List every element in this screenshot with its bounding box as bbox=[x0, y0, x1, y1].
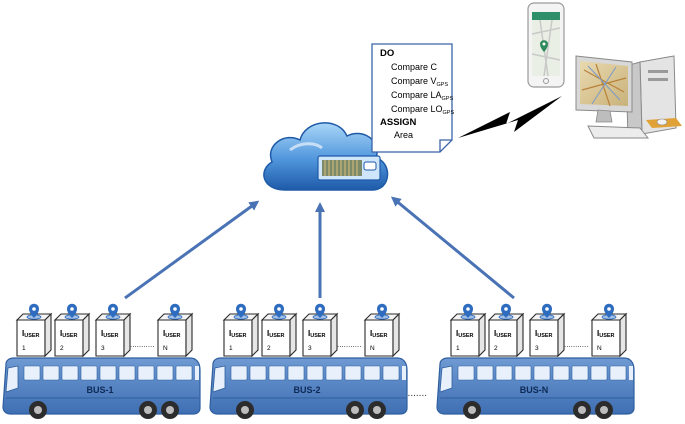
bus-icon: BUS-2 bbox=[209, 357, 408, 419]
location-pin-icon bbox=[312, 303, 328, 320]
box-gap-dots: ........... bbox=[130, 340, 154, 349]
assign-item: Area bbox=[394, 130, 413, 140]
user-box-index: 3 bbox=[101, 345, 105, 352]
user-box-label: IUSER bbox=[370, 329, 388, 339]
arrow-bus1-to-cloud bbox=[124, 200, 260, 300]
user-box-index: 2 bbox=[60, 345, 64, 352]
user-box-label: IUSER bbox=[535, 329, 553, 339]
bus-label: BUS-2 bbox=[293, 385, 320, 395]
user-box-label: IUSER bbox=[308, 329, 326, 339]
bus-icon: BUS-N bbox=[436, 357, 635, 419]
user-box-index: N bbox=[163, 345, 168, 352]
user-box-index: 2 bbox=[267, 345, 271, 352]
bus-label: BUS-N bbox=[520, 385, 549, 395]
user-box-label: IUSER bbox=[229, 329, 247, 339]
user-box: IUSER 2 bbox=[487, 303, 525, 358]
user-box-index: N bbox=[597, 345, 602, 352]
bus-label: BUS-1 bbox=[86, 385, 113, 395]
assign-label: ASSIGN bbox=[380, 117, 417, 128]
user-box: IUSER N bbox=[363, 303, 401, 358]
location-pin-icon bbox=[271, 303, 287, 320]
user-box: IUSER N bbox=[156, 303, 194, 358]
location-pin-icon bbox=[167, 303, 183, 320]
location-pin-icon bbox=[233, 303, 249, 320]
location-pin-icon bbox=[460, 303, 476, 320]
box-gap-dots: ........... bbox=[337, 340, 361, 349]
user-box-label: IUSER bbox=[267, 329, 285, 339]
algorithm-note: DO Compare C Compare VGPS Compare LAGPS … bbox=[371, 43, 454, 153]
user-box-index: 3 bbox=[308, 345, 312, 352]
user-box: IUSER 2 bbox=[53, 303, 91, 358]
user-box-index: N bbox=[370, 345, 375, 352]
location-pin-icon bbox=[64, 303, 80, 320]
user-box: IUSER 3 bbox=[94, 303, 132, 358]
uplink-arrows bbox=[124, 196, 515, 300]
user-box-label: IUSER bbox=[456, 329, 474, 339]
location-pin-icon bbox=[498, 303, 514, 320]
location-pin-icon bbox=[26, 303, 42, 320]
user-box-index: 3 bbox=[535, 345, 539, 352]
user-box: IUSER 2 bbox=[260, 303, 298, 358]
bus-group-1: IUSER 1 IUSER 2 IUSER 3 IUSER N........... BUS-1 bbox=[2, 303, 201, 419]
do-label: DO bbox=[380, 48, 394, 59]
bus-group-2: IUSER 1 IUSER 2 IUSER 3 IUSER N........... BUS-2 bbox=[209, 303, 408, 419]
box-gap-dots: ........... bbox=[564, 340, 588, 349]
location-pin-icon bbox=[105, 303, 121, 320]
user-box-label: IUSER bbox=[494, 329, 512, 339]
user-box: IUSER 3 bbox=[301, 303, 339, 358]
bus-gap-dots-1: ......... bbox=[402, 388, 427, 399]
user-box-label: IUSER bbox=[163, 329, 181, 339]
location-pin-icon bbox=[374, 303, 390, 320]
step-compare-c: Compare C bbox=[391, 62, 438, 72]
user-box-label: IUSER bbox=[597, 329, 615, 339]
step-compare-v-gps: Compare VGPS bbox=[391, 76, 448, 88]
cloud-server-icon bbox=[263, 122, 389, 191]
user-box-label: IUSER bbox=[22, 329, 40, 339]
step-compare-la-gps: Compare LAGPS bbox=[391, 90, 453, 102]
smartphone-map-icon bbox=[527, 2, 565, 88]
user-box-label: IUSER bbox=[101, 329, 119, 339]
bus-group-n: IUSER 1 IUSER 2 IUSER 3 IUSER N........... BUS-N bbox=[436, 303, 635, 419]
user-box: IUSER 1 bbox=[15, 303, 53, 358]
user-box: IUSER 1 bbox=[222, 303, 260, 358]
arrow-busn-to-cloud bbox=[390, 196, 515, 300]
desktop-computer-icon bbox=[575, 55, 682, 139]
user-box: IUSER 1 bbox=[449, 303, 487, 358]
location-pin-icon bbox=[601, 303, 617, 320]
bus-icon: BUS-1 bbox=[2, 357, 201, 419]
lightning-icon bbox=[458, 96, 562, 138]
user-box-label: IUSER bbox=[60, 329, 78, 339]
user-box-index: 1 bbox=[456, 345, 460, 352]
user-box-index: 2 bbox=[494, 345, 498, 352]
step-compare-lo-gps: Compare LOGPS bbox=[391, 104, 454, 116]
user-box: IUSER N bbox=[590, 303, 628, 358]
user-box: IUSER 3 bbox=[528, 303, 566, 358]
user-box-index: 1 bbox=[22, 345, 26, 352]
user-box-index: 1 bbox=[229, 345, 233, 352]
location-pin-icon bbox=[539, 303, 555, 320]
